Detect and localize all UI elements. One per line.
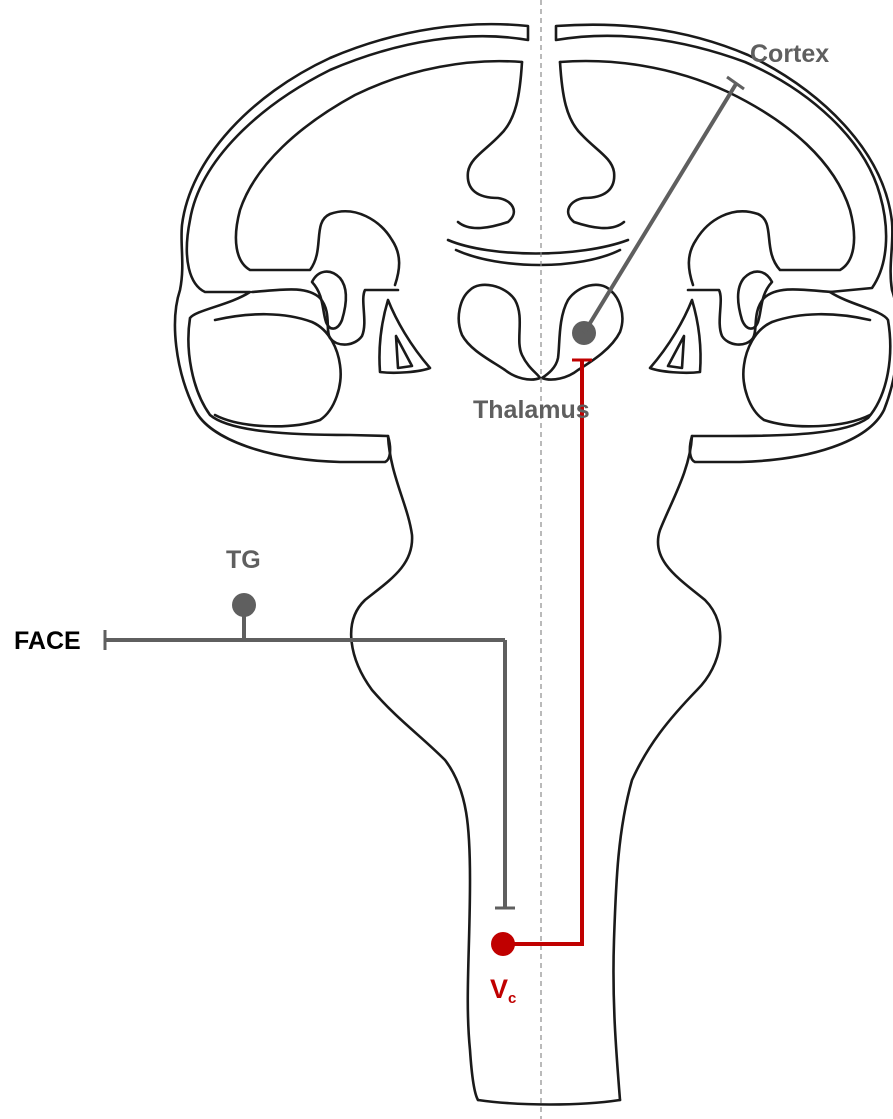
cortex-label: Cortex: [750, 40, 829, 69]
tg-label: TG: [226, 546, 261, 575]
vc-label-main: V: [490, 974, 508, 1004]
brainstem-outline-right: [613, 436, 720, 1100]
left-ventricle: [379, 300, 430, 373]
vc-label: Vc: [490, 974, 516, 1007]
right-ventricle: [650, 300, 701, 373]
left-thalamus-lobe: [459, 285, 540, 380]
left-insula-loop: [312, 272, 346, 329]
left-gyrus-fold-mid: [458, 62, 522, 228]
right-gyrus-fold-mid: [560, 62, 624, 228]
right-temporal-inner: [743, 314, 870, 426]
corpus-callosum: [448, 240, 628, 265]
thalamocortical-line: [584, 84, 736, 333]
thalamus-label: Thalamus: [473, 396, 590, 425]
left-gyrus-fold-upper: [236, 61, 522, 285]
tg-cell-body: [232, 593, 256, 617]
thalamocortical-pathway: [572, 77, 744, 345]
left-temporal-inner: [215, 314, 341, 426]
brainstem-outline-left: [351, 436, 478, 1100]
vc-label-sub: c: [508, 990, 516, 1007]
primary-afferent-pathway: [105, 593, 515, 908]
brainstem-bottom-edge: [478, 1100, 620, 1105]
face-label: FACE: [14, 627, 81, 656]
